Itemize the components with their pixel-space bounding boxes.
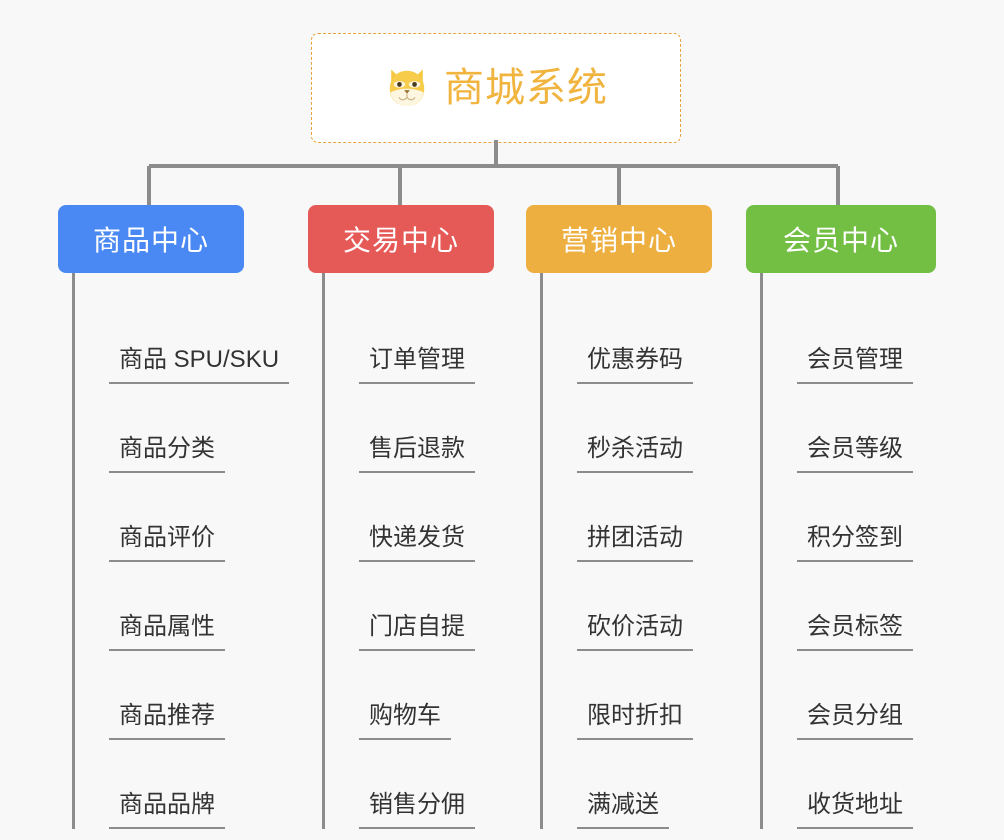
leaf-item[interactable]: 收货地址 bbox=[763, 740, 966, 829]
leaf-item-label: 砍价活动 bbox=[577, 612, 693, 651]
leaf-item[interactable]: 销售分佣 bbox=[325, 740, 528, 829]
leaf-item-label: 优惠券码 bbox=[577, 345, 693, 384]
root-node[interactable]: 商城系统 bbox=[311, 33, 681, 143]
leaf-item[interactable]: 会员标签 bbox=[763, 562, 966, 651]
category-column-member: 会员中心 会员管理 会员等级 积分签到 会员标签 会员分组 bbox=[746, 205, 966, 829]
leaf-item[interactable]: 优惠券码 bbox=[543, 295, 746, 384]
leaf-item[interactable]: 积分签到 bbox=[763, 473, 966, 562]
leaf-list-member: 会员管理 会员等级 积分签到 会员标签 会员分组 收货地址 bbox=[760, 273, 966, 829]
leaf-item[interactable]: 商品评价 bbox=[75, 473, 278, 562]
leaf-item[interactable]: 快递发货 bbox=[325, 473, 528, 562]
leaf-item[interactable]: 秒杀活动 bbox=[543, 384, 746, 473]
leaf-item-label: 销售分佣 bbox=[359, 790, 475, 829]
category-column-trade: 交易中心 订单管理 售后退款 快递发货 门店自提 购物车 bbox=[308, 205, 528, 829]
leaf-item[interactable]: 商品属性 bbox=[75, 562, 278, 651]
category-header-label: 会员中心 bbox=[782, 225, 899, 256]
leaf-item[interactable]: 限时折扣 bbox=[543, 651, 746, 740]
leaf-item-label: 商品 SPU/SKU bbox=[109, 345, 290, 384]
leaf-item[interactable]: 拼团活动 bbox=[543, 473, 746, 562]
leaf-item-label: 商品分类 bbox=[109, 434, 225, 473]
leaf-item[interactable]: 砍价活动 bbox=[543, 562, 746, 651]
leaf-item[interactable]: 商品 SPU/SKU bbox=[75, 295, 290, 384]
category-header-member[interactable]: 会员中心 bbox=[746, 205, 936, 273]
category-column-marketing: 营销中心 优惠券码 秒杀活动 拼团活动 砍价活动 限时折扣 bbox=[526, 205, 746, 829]
leaf-item[interactable]: 会员等级 bbox=[763, 384, 966, 473]
category-header-marketing[interactable]: 营销中心 bbox=[526, 205, 712, 273]
leaf-item[interactable]: 订单管理 bbox=[325, 295, 528, 384]
leaf-item-label: 拼团活动 bbox=[577, 523, 693, 562]
root-title: 商城系统 bbox=[444, 66, 608, 110]
category-column-product: 商品中心 商品 SPU/SKU 商品分类 商品评价 商品属性 商品推荐 bbox=[58, 205, 290, 829]
leaf-item-label: 会员标签 bbox=[797, 612, 913, 651]
leaf-list-trade: 订单管理 售后退款 快递发货 门店自提 购物车 销售分佣 bbox=[322, 273, 528, 829]
leaf-item[interactable]: 售后退款 bbox=[325, 384, 528, 473]
category-header-trade[interactable]: 交易中心 bbox=[308, 205, 494, 273]
category-columns: 商品中心 商品 SPU/SKU 商品分类 商品评价 商品属性 商品推荐 bbox=[0, 205, 1004, 840]
shiba-dog-face-icon bbox=[389, 69, 425, 106]
leaf-item-label: 收货地址 bbox=[797, 790, 913, 829]
leaf-item[interactable]: 商品分类 bbox=[75, 384, 278, 473]
leaf-item[interactable]: 购物车 bbox=[325, 651, 528, 740]
leaf-item[interactable]: 满减送 bbox=[543, 740, 746, 829]
leaf-item[interactable]: 商品品牌 bbox=[75, 740, 278, 829]
leaf-item-label: 会员分组 bbox=[797, 701, 913, 740]
leaf-item-label: 购物车 bbox=[359, 701, 451, 740]
leaf-list-product: 商品 SPU/SKU 商品分类 商品评价 商品属性 商品推荐 商品品牌 bbox=[72, 273, 290, 829]
leaf-item-label: 快递发货 bbox=[359, 523, 475, 562]
leaf-item-label: 门店自提 bbox=[359, 612, 475, 651]
leaf-item-label: 商品评价 bbox=[109, 523, 225, 562]
leaf-item-label: 订单管理 bbox=[359, 345, 475, 384]
leaf-item-label: 满减送 bbox=[577, 790, 669, 829]
category-header-product[interactable]: 商品中心 bbox=[58, 205, 244, 273]
leaf-list-marketing: 优惠券码 秒杀活动 拼团活动 砍价活动 限时折扣 满减送 bbox=[540, 273, 746, 829]
leaf-item-label: 积分签到 bbox=[797, 523, 913, 562]
category-header-label: 商品中心 bbox=[92, 225, 209, 256]
leaf-item[interactable]: 商品推荐 bbox=[75, 651, 278, 740]
root-to-category-connectors bbox=[147, 140, 840, 215]
leaf-item-label: 商品推荐 bbox=[109, 701, 225, 740]
leaf-item-label: 售后退款 bbox=[359, 434, 475, 473]
leaf-item-label: 会员管理 bbox=[797, 345, 913, 384]
leaf-item-label: 商品属性 bbox=[109, 612, 225, 651]
leaf-item-label: 限时折扣 bbox=[577, 701, 693, 740]
category-header-label: 营销中心 bbox=[560, 225, 677, 256]
leaf-item-label: 秒杀活动 bbox=[577, 434, 693, 473]
leaf-item-label: 商品品牌 bbox=[109, 790, 225, 829]
category-header-label: 交易中心 bbox=[342, 225, 459, 256]
leaf-item[interactable]: 会员分组 bbox=[763, 651, 966, 740]
leaf-item[interactable]: 门店自提 bbox=[325, 562, 528, 651]
leaf-item-label: 会员等级 bbox=[797, 434, 913, 473]
leaf-item[interactable]: 会员管理 bbox=[763, 295, 966, 384]
